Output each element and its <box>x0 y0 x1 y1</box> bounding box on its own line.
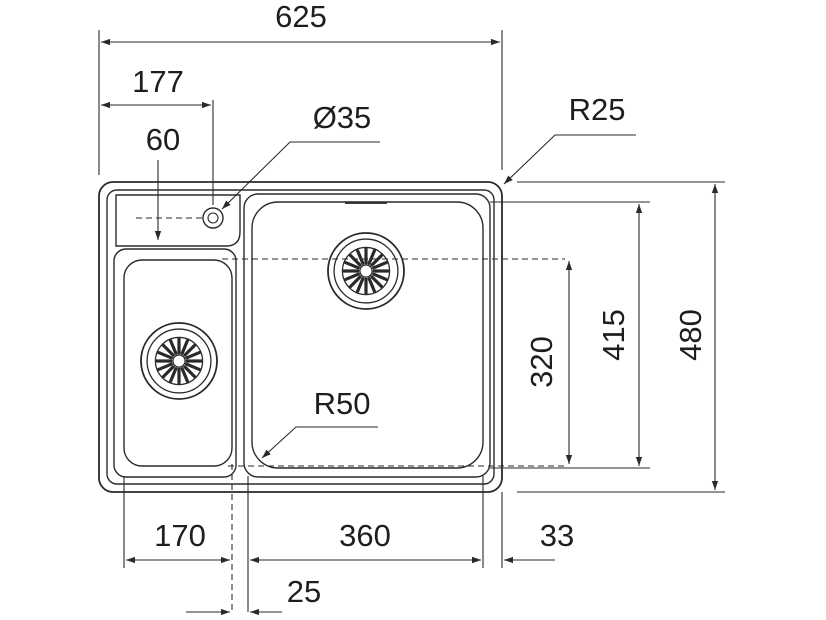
label-bowl-length: 415 <box>596 309 631 361</box>
strainer-large-icon <box>327 232 405 310</box>
label-bowl-depth: 320 <box>524 336 559 388</box>
small-bowl-outer <box>113 248 237 478</box>
dimension-labels: 625 177 60 Ø35 R25 R50 320 415 480 170 3… <box>132 0 708 609</box>
tap-hole <box>202 207 224 229</box>
label-right-margin: 33 <box>540 518 574 553</box>
sink-body <box>98 181 503 493</box>
label-divider: 25 <box>287 574 321 609</box>
label-bowl-radius: R50 <box>314 386 371 421</box>
sink-inner-rim <box>106 189 495 485</box>
strainer-small-icon <box>140 322 218 400</box>
large-bowl-outer <box>243 193 491 478</box>
small-bowl-inner <box>123 259 233 467</box>
label-overall-depth: 480 <box>673 309 708 361</box>
sink-outer-rim <box>98 181 503 493</box>
extension-lines <box>98 30 725 612</box>
label-tap-diameter: Ø35 <box>313 100 372 135</box>
tap-platform <box>115 194 241 247</box>
large-bowl-inner <box>251 201 484 469</box>
label-large-bowl: 360 <box>339 518 391 553</box>
label-tap-offset: 177 <box>132 64 184 99</box>
label-small-bowl: 170 <box>154 518 206 553</box>
dimension-lines <box>101 38 719 616</box>
label-overall-width: 625 <box>275 0 327 34</box>
leader-bowl-radius <box>261 426 378 459</box>
leader-tap-diameter <box>221 141 380 210</box>
center-lines <box>136 217 565 612</box>
label-tap-edge: 60 <box>146 122 180 157</box>
label-corner-radius: R25 <box>569 92 626 127</box>
leader-corner-radius <box>503 134 636 185</box>
